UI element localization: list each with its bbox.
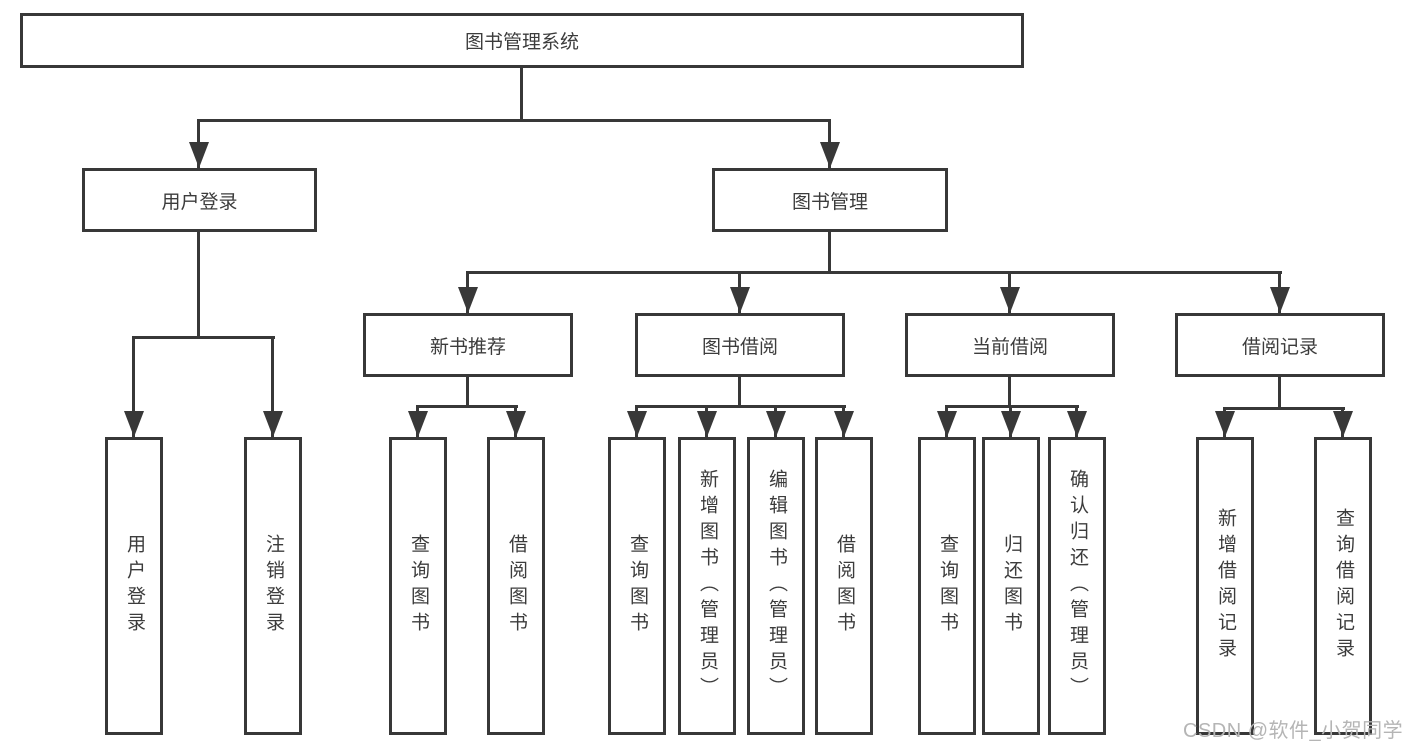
connector-userlogin-drop-2 <box>271 336 274 437</box>
leaf-recommend-query-books: 查询图书 <box>389 437 447 735</box>
node-user-login-label: 用户登录 <box>161 191 238 213</box>
leaf-borrowing-borrow-books-label: 借阅图书 <box>833 534 855 638</box>
arrowhead-borrow-records <box>1270 287 1290 313</box>
arrowhead-current-return <box>1001 411 1021 437</box>
node-new-book-recommend-label: 新书推荐 <box>429 336 506 358</box>
arrowhead-book-management <box>820 142 840 168</box>
leaf-logout: 注销登录 <box>244 437 302 735</box>
arrowhead-newbook-query <box>408 411 428 437</box>
arrowhead-borrowing-edit <box>766 411 786 437</box>
leaf-current-confirm-return-admin: 确认归还（管理员） <box>1048 437 1106 735</box>
connector-userlogin-hline <box>133 336 275 339</box>
leaf-borrowing-edit-books-admin-label: 编辑图书（管理员） <box>765 469 787 703</box>
node-user-login: 用户登录 <box>82 168 317 232</box>
leaf-records-add-record: 新增借阅记录 <box>1196 437 1254 735</box>
connector-bookmgmt-hline <box>467 271 1282 274</box>
node-current-borrowing-label: 当前借阅 <box>971 336 1048 358</box>
arrowhead-user-login <box>189 142 209 168</box>
arrowhead-records-query <box>1333 411 1353 437</box>
leaf-borrowing-add-books-admin: 新增图书（管理员） <box>678 437 736 735</box>
leaf-logout-label: 注销登录 <box>262 534 284 638</box>
node-borrow-records-label: 借阅记录 <box>1241 336 1318 358</box>
arrowhead-current-borrowing <box>1000 287 1020 313</box>
connector-bookmgmt-vline <box>828 232 831 274</box>
connector-records-vline <box>1278 377 1281 410</box>
node-borrow-records: 借阅记录 <box>1175 313 1385 377</box>
connector-root-hline <box>198 119 831 122</box>
arrowhead-newbook-borrow <box>506 411 526 437</box>
node-book-borrowing: 图书借阅 <box>635 313 845 377</box>
arrowhead-records-add <box>1215 411 1235 437</box>
leaf-records-query-record: 查询借阅记录 <box>1314 437 1372 735</box>
node-book-management: 图书管理 <box>712 168 948 232</box>
leaf-current-confirm-return-admin-label: 确认归还（管理员） <box>1066 469 1088 703</box>
connector-borrowing-vline <box>738 377 741 408</box>
arrowhead-leaf-user-login <box>124 411 144 437</box>
leaf-recommend-borrow-books: 借阅图书 <box>487 437 545 735</box>
connector-current-vline <box>1008 377 1011 408</box>
leaf-user-login-label: 用户登录 <box>123 534 145 638</box>
leaf-current-query-books: 查询图书 <box>918 437 976 735</box>
arrowhead-leaf-logout <box>263 411 283 437</box>
connector-root-vline <box>520 68 523 122</box>
node-book-management-label: 图书管理 <box>791 191 868 213</box>
node-current-borrowing: 当前借阅 <box>905 313 1115 377</box>
connector-userlogin-vline <box>197 232 200 339</box>
arrowhead-borrowing-borrow <box>834 411 854 437</box>
connector-newbook-vline <box>466 377 469 408</box>
leaf-recommend-borrow-books-label: 借阅图书 <box>505 534 527 638</box>
leaf-current-query-books-label: 查询图书 <box>936 534 958 638</box>
node-book-borrowing-label: 图书借阅 <box>701 336 778 358</box>
leaf-borrowing-query-books-label: 查询图书 <box>626 534 648 638</box>
leaf-borrowing-borrow-books: 借阅图书 <box>815 437 873 735</box>
connector-newbook-hline <box>417 405 518 408</box>
node-library-system-label: 图书管理系统 <box>464 32 579 53</box>
leaf-borrowing-query-books: 查询图书 <box>608 437 666 735</box>
arrowhead-borrowing-add <box>697 411 717 437</box>
connector-records-hline <box>1224 407 1345 410</box>
leaf-current-return-books: 归还图书 <box>982 437 1040 735</box>
leaf-borrowing-add-books-admin-label: 新增图书（管理员） <box>696 469 718 703</box>
arrowhead-current-query <box>937 411 957 437</box>
leaf-records-query-record-label: 查询借阅记录 <box>1332 508 1354 664</box>
arrowhead-book-borrowing <box>730 287 750 313</box>
connector-userlogin-drop-1 <box>132 336 135 437</box>
arrowhead-current-confirm <box>1067 411 1087 437</box>
node-new-book-recommend: 新书推荐 <box>363 313 573 377</box>
leaf-recommend-query-books-label: 查询图书 <box>407 534 429 638</box>
leaf-current-return-books-label: 归还图书 <box>1000 534 1022 638</box>
node-library-system: 图书管理系统 <box>20 13 1024 68</box>
leaf-user-login: 用户登录 <box>105 437 163 735</box>
arrowhead-new-book-recommend <box>458 287 478 313</box>
leaf-borrowing-edit-books-admin: 编辑图书（管理员） <box>747 437 805 735</box>
arrowhead-borrowing-query <box>627 411 647 437</box>
connector-borrowing-hline <box>636 405 846 408</box>
csdn-watermark: CSDN @软件_小贺同学 <box>1183 720 1404 742</box>
leaf-records-add-record-label: 新增借阅记录 <box>1214 508 1236 664</box>
connector-current-hline <box>946 405 1079 408</box>
